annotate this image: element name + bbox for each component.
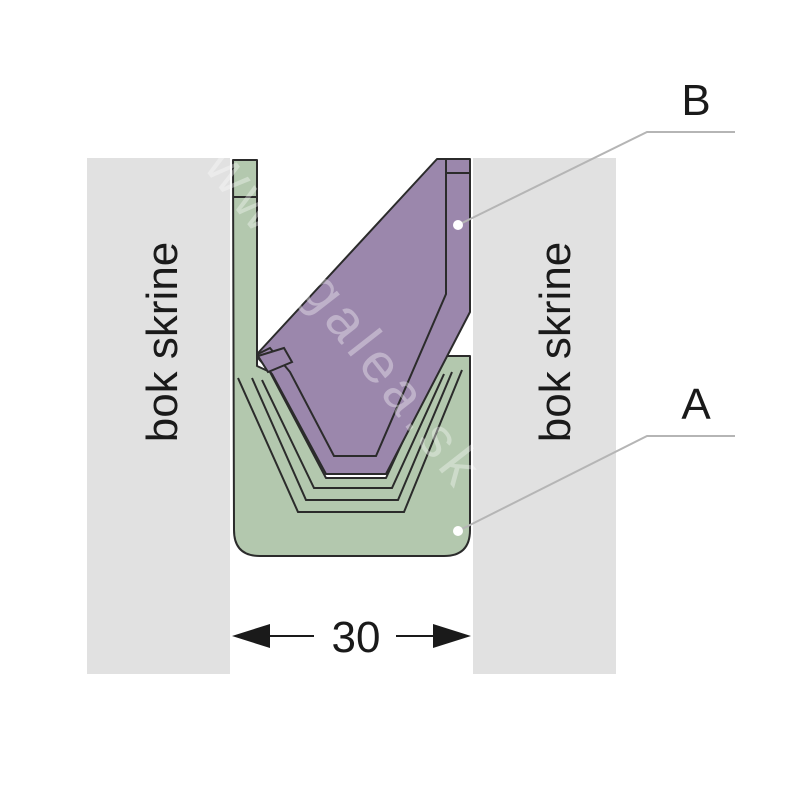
part-a-inner-groove-inner: [261, 373, 445, 489]
part-b-profile: [256, 158, 471, 475]
callout-a-leader: [457, 435, 735, 532]
dimension-30: 30: [232, 613, 471, 662]
part-a-profile: [232, 159, 471, 557]
callout-b-letter: B: [681, 76, 710, 125]
callout-a-letter: A: [681, 380, 711, 429]
right-panel-label: bok skrine: [531, 242, 580, 443]
dimension-arrow-right: [433, 624, 471, 648]
left-cabinet-panel: [87, 158, 230, 674]
part-a-inner-groove-outer: [237, 369, 463, 513]
left-panel-label: bok skrine: [138, 242, 187, 443]
dimension-value: 30: [332, 613, 381, 662]
dimension-arrow-left: [232, 624, 270, 648]
callout-a-dot: [453, 526, 463, 536]
callout-b-dot: [453, 220, 463, 230]
callout-b: B: [453, 76, 735, 230]
right-cabinet-panel: [473, 158, 616, 674]
part-b-inner-edge: [257, 160, 447, 457]
callout-a: A: [453, 380, 735, 536]
part-b-notch: [256, 346, 294, 374]
part-b-body: [257, 158, 471, 475]
callout-b-leader: [457, 131, 735, 226]
part-a-body: [232, 159, 471, 557]
part-a-inner-groove-mid: [251, 371, 453, 501]
